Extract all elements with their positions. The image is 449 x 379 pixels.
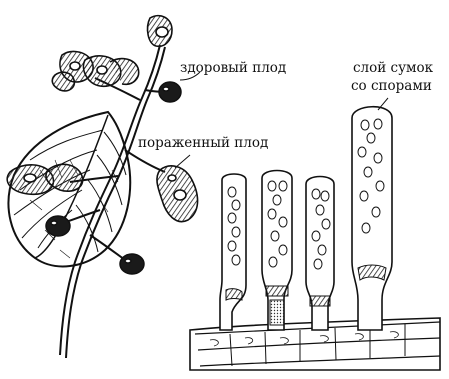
- label-healthy-fruit: здоровый плод: [180, 60, 286, 76]
- label-infected-fruit: пораженный плод: [138, 135, 268, 151]
- infected-fruit-labelled: [157, 166, 198, 222]
- ascus: [262, 171, 292, 331]
- branch: [60, 45, 170, 358]
- label-asci-spores: со спорами: [351, 78, 432, 94]
- ascus: [220, 174, 246, 330]
- infected-fruit-cluster-top: [148, 16, 172, 47]
- infected-fruit-cluster-middle-left: [7, 164, 83, 194]
- label-asci-layer: слой сумок: [353, 60, 433, 76]
- infected-fruit-cluster-left: [52, 51, 138, 90]
